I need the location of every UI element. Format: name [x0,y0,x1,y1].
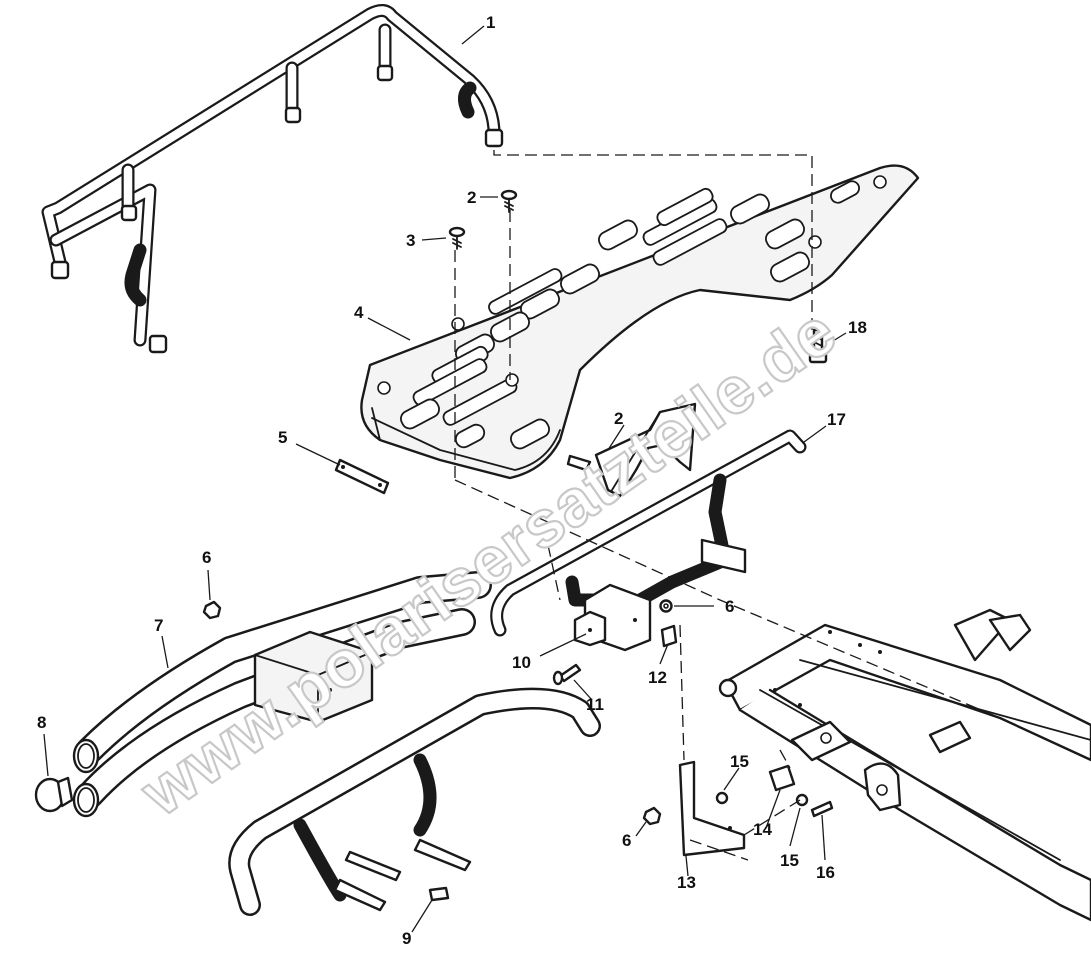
callout-8: 8 [37,713,46,732]
callout-7: 7 [154,616,163,635]
callout-6: 6 [622,831,631,850]
bracket-upper [566,402,697,498]
vehicle-frame [718,608,1091,922]
washer-15 [715,791,809,807]
bolt-9 [428,886,450,902]
callout-6: 6 [202,548,211,567]
spacer-14 [768,764,796,792]
bolt-3 [448,226,466,250]
rack-rail [41,4,504,354]
callout-2: 2 [467,188,476,207]
callout-9: 9 [402,929,411,948]
callout-15: 15 [780,851,799,870]
bolt-16 [810,800,834,818]
callout-16: 16 [816,863,835,882]
mount-plate [678,760,746,857]
callout-1: 1 [486,13,495,32]
nut-6-right [659,599,673,613]
callout-12: 12 [648,668,667,687]
bumper-tubes [72,571,492,818]
plug-8 [34,776,74,813]
callout-10: 10 [512,653,531,672]
callout-4: 4 [354,303,364,322]
callout-18: 18 [848,318,867,337]
callout-leaders [43,25,847,933]
plate-5 [334,458,390,495]
rear-bar [490,429,807,652]
callout-5: 5 [278,428,287,447]
nut-6-left [202,600,222,620]
callout-14: 14 [753,820,772,839]
callout-17: 17 [827,410,846,429]
callout-3: 3 [406,231,415,250]
callout-15: 15 [730,752,749,771]
callout-2: 2 [614,409,623,428]
bolt-2 [500,189,518,213]
lower-bracket [228,687,601,916]
screw-11 [552,663,582,686]
assembly-lines [454,150,1001,861]
callout-labels: 1 2 3 4 18 5 2 17 6 6 7 10 12 11 8 15 14… [37,13,867,948]
nut-6-lower [642,806,662,826]
callout-6: 6 [725,597,734,616]
callout-11: 11 [586,695,604,714]
rack-tray [360,164,920,480]
bolt-18 [808,328,828,364]
callout-13: 13 [677,873,696,892]
